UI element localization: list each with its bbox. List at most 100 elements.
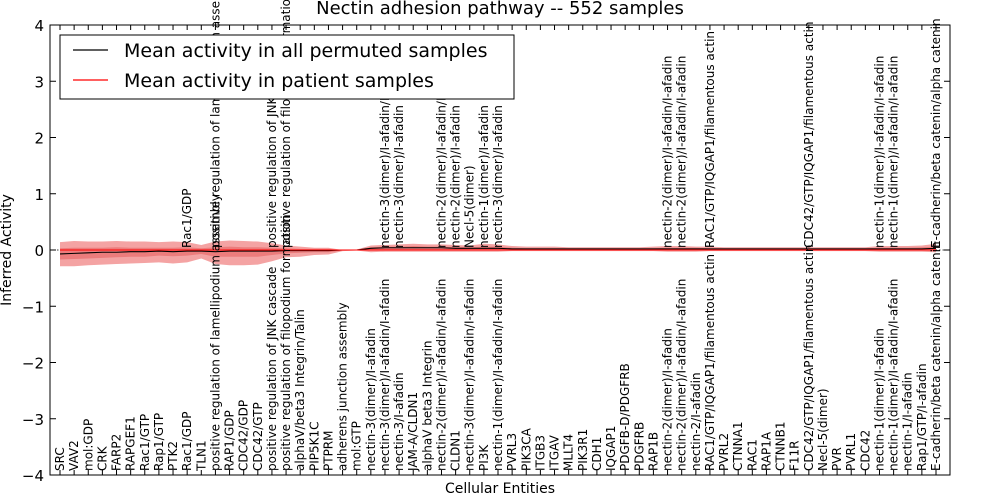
axis-ticks: −4 −3 −2 −1 0 1 2 3 4 <box>22 17 950 485</box>
x-category-label: PVRL2 <box>717 433 731 471</box>
x-category-label: nectin-3(dimer)/I-afadin/I-afadin <box>463 279 477 471</box>
x-category-label-upper: nectin-3(dimer)/I-afadin <box>491 105 505 248</box>
x-category-label-upper: RAC1/GTP/IQGAP1/filamentous actin <box>703 31 717 248</box>
y-tick-label: 1 <box>34 186 44 204</box>
x-category-label-upper: nectin-3(dimer)/I-afadin/I-afadin <box>378 56 392 248</box>
x-category-label: mol:GTP <box>350 421 364 471</box>
x-category-label: nectin-1(dimer)/I-afadin <box>872 328 886 471</box>
x-category-label: RAP1A <box>759 431 773 471</box>
x-category-label: CDC42 <box>858 430 872 471</box>
x-category-label-upper: nectin-2(dimer)/I-afadin/I-afadin <box>675 56 689 248</box>
x-category-label: positive regulation of JNK cascade <box>265 267 279 471</box>
x-category-label: RAP1B <box>646 432 660 471</box>
x-category-label: PDGFRB <box>632 422 646 471</box>
x-category-label-upper: nectin-1(dimer)/I-afadin/I-afadin <box>887 56 901 248</box>
x-category-label: CDH1 <box>590 437 604 471</box>
x-category-label: RAC1/GTP/IQGAP1/filamentous actin <box>703 254 717 471</box>
x-category-label: CTNNB1 <box>774 421 788 471</box>
legend-box <box>59 34 515 100</box>
x-category-label-upper: nectin-1(dimer)/I-afadin/I-afadin <box>872 56 886 248</box>
y-tick-label: −1 <box>22 298 44 316</box>
x-category-label: nectin-1(dimer)/I-afadin/I-afadin <box>887 279 901 471</box>
x-category-label: PIK3CA <box>519 427 533 471</box>
x-category-label: TLN1 <box>194 440 208 472</box>
x-category-label: E-cadherin/beta catenin/alpha catenin <box>929 241 943 471</box>
x-category-label: PIP5K1C <box>307 421 321 471</box>
x-category-label: PVRL1 <box>844 433 858 471</box>
x-category-label-upper: Rac1/GDP <box>180 189 194 248</box>
x-category-label-upper: Necl-5(dimer) <box>463 165 477 248</box>
x-category-label: nectin-2(dimer)/I-afadin/I-afadin <box>675 279 689 471</box>
x-category-label: RAPGEF1 <box>124 416 138 471</box>
x-category-label: RAP1/GDP <box>223 410 237 471</box>
series-lines <box>50 247 950 255</box>
x-category-label: MLLT4 <box>562 434 576 471</box>
x-category-label: Necl-5(dimer) <box>816 388 830 471</box>
confidence-bands <box>60 240 936 267</box>
x-category-label: CTNNA1 <box>731 421 745 471</box>
y-tick-label: 4 <box>34 17 44 35</box>
y-tick-label: −2 <box>22 355 44 373</box>
x-category-label: PI3K <box>477 444 491 471</box>
x-category-label-upper: CDC42/GTP/IQGAP1/filamentous actin <box>802 22 816 248</box>
x-category-label: IQGAP1 <box>604 426 618 471</box>
x-category-label: adherens junction assembly <box>336 302 350 471</box>
x-category-label: mol:GDP <box>81 419 95 471</box>
x-category-label: CDC42/GDP <box>237 400 251 471</box>
x-category-label: VAV2 <box>67 440 81 471</box>
x-category-label: CRK <box>95 445 109 471</box>
x-category-label: nectin-1(dimer)/I-afadin/I-afadin <box>491 279 505 471</box>
x-category-label: FARP2 <box>110 434 124 471</box>
series-line-permuted-mean <box>59 247 937 255</box>
x-category-label: PTPRM <box>321 431 335 472</box>
legend-label-patient: Mean activity in patient samples <box>124 70 434 92</box>
y-axis-label: Inferred Activity <box>0 194 15 306</box>
x-category-label: JAM-A/CLDN1 <box>406 392 420 472</box>
x-axis-label: Cellular Entities <box>445 481 555 497</box>
x-category-label: nectin-3(dimer)/I-afadin/I-afadin <box>378 279 392 471</box>
y-tick-label: −3 <box>22 411 44 429</box>
x-category-label: positive regulation of lamellipodium ass… <box>208 194 222 471</box>
outer-band <box>60 240 936 267</box>
legend-label-mean: Mean activity in all permuted samples <box>124 40 487 62</box>
x-category-label: alphaV beta3 Integrin <box>420 340 434 471</box>
x-category-label: CDC42/GTP/IQGAP1/filamentous actin <box>802 245 816 471</box>
y-tick-label: −4 <box>22 467 44 485</box>
x-category-label: Rac1/GTP <box>138 414 152 471</box>
chart-title: Nectin adhesion pathway -- 552 samples <box>316 0 684 19</box>
x-category-label-upper: nectin-2(dimer)/I-afadin/I-afadin <box>434 56 448 248</box>
inner-band <box>60 246 936 260</box>
x-category-label: PTK2 <box>166 441 180 471</box>
x-category-label: nectin-2(dimer)/I-afadin/I-afadin <box>434 279 448 471</box>
plot-frame <box>49 24 951 476</box>
x-category-label: alphaV/beta3 Integrin/Talin <box>293 309 307 471</box>
y-tick-label: 0 <box>34 242 44 260</box>
x-category-label: RAC1 <box>745 439 759 471</box>
x-category-label-upper: nectin-1(dimer)/I-afadin <box>477 105 491 248</box>
x-category-label: CLDN1 <box>449 430 463 471</box>
x-category-label: nectin-2/I-afadin <box>689 372 703 471</box>
x-category-label: Rap1/GTP/I-afadin <box>915 363 929 471</box>
x-category-label-upper: nectin-3(dimer)/I-afadin <box>392 105 406 248</box>
y-tick-label: 2 <box>34 130 44 148</box>
x-category-label: nectin-3(dimer)/I-afadin <box>364 328 378 471</box>
x-category-label: SRC <box>53 447 67 471</box>
x-category-label: CDC42/GTP <box>251 402 265 471</box>
x-category-label: Rap1/GTP <box>152 413 166 471</box>
x-category-label: nectin-2(dimer)/I-afadin <box>661 328 675 471</box>
x-category-label: ITGB3 <box>533 435 547 471</box>
x-category-label: PIK3R1 <box>576 429 590 471</box>
y-tick-label: 3 <box>34 73 44 91</box>
x-category-label: Rac1/GDP <box>180 412 194 471</box>
x-category-label-upper: E-cadherin/beta catenin/alpha catenin <box>929 18 943 248</box>
x-category-label: PVRL3 <box>505 433 519 471</box>
x-category-label: nectin-1/I-afadin <box>901 372 915 471</box>
legend: Mean activity in all permuted samples Me… <box>59 34 515 100</box>
x-category-label: ITGAV <box>548 434 562 471</box>
x-category-label: F11R <box>788 440 802 471</box>
x-category-label: positive regulation of filopodium format… <box>279 214 293 471</box>
x-category-label-upper: nectin-2(dimer)/I-afadin/I-afadin <box>661 56 675 248</box>
x-category-label: PDGFB-D/PDGFRB <box>618 363 632 471</box>
x-category-label: PVR <box>830 447 844 471</box>
